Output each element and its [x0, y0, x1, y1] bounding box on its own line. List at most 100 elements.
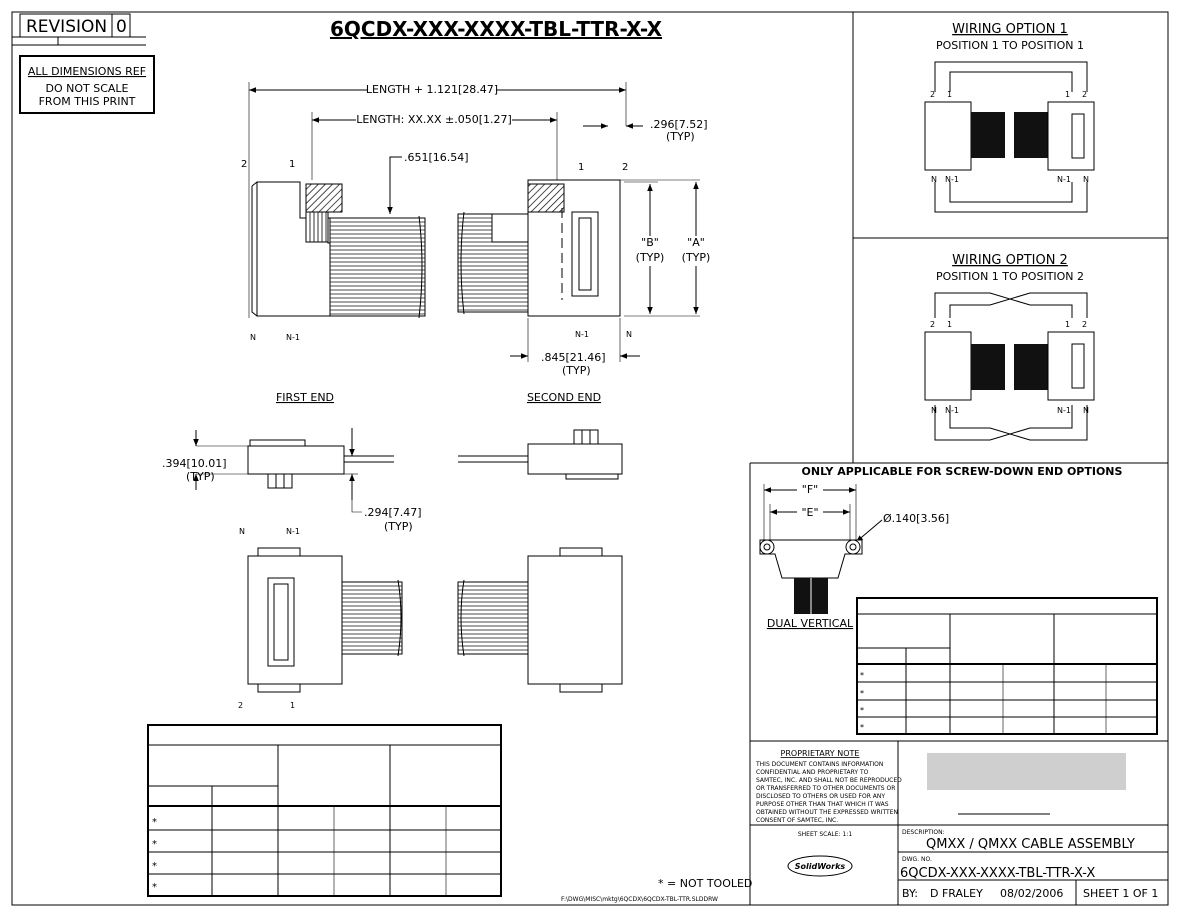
- w2-pin-2-right: 2: [1082, 320, 1087, 329]
- pin-label-n1-right: N-1: [575, 330, 589, 339]
- rtable-mark-2: *: [860, 689, 864, 698]
- table-mark-1: *: [152, 817, 157, 828]
- screw-down-section: ONLY APPLICABLE FOR SCREW-DOWN END OPTIO…: [759, 465, 1158, 735]
- bottom-ribbon-right: [457, 581, 529, 655]
- dual-vertical-caption: DUAL VERTICAL: [767, 617, 854, 630]
- revision-label: REVISION: [26, 17, 107, 37]
- second-end-label: SECOND END: [527, 391, 601, 404]
- description-value: QMXX / QMXX CABLE ASSEMBLY: [926, 837, 1135, 852]
- dim-845: .845[21.46]: [541, 351, 606, 364]
- not-tooled-note: * = NOT TOOLED: [658, 877, 752, 890]
- w1-pin-n-left: N: [931, 175, 937, 184]
- first-end-side-body: [247, 445, 345, 475]
- wiring-option-2: WIRING OPTION 2 POSITION 1 TO POSITION 2…: [924, 253, 1095, 441]
- solidworks-logo-text: SolidWorks: [795, 862, 846, 871]
- w1-pin-1-right: 1: [1065, 90, 1070, 99]
- w2-cable-left: [971, 344, 1005, 390]
- dim-F: "F": [802, 483, 818, 496]
- drawn-by: D FRALEY: [930, 887, 983, 900]
- drawn-date: 08/02/2006: [1000, 887, 1063, 900]
- bottom-ribbon-left: [341, 581, 403, 655]
- w1-pin-n1-right: N-1: [1057, 175, 1071, 184]
- proprietary-line-3: SAMTEC, INC. AND SHALL NOT BE REPRODUCED: [756, 777, 902, 784]
- rtable-mark-4: *: [860, 723, 864, 732]
- dim-B: "B": [641, 236, 659, 249]
- dim-394: .394[10.01]: [162, 457, 227, 470]
- dim-A: "A": [687, 236, 705, 249]
- sheet-frame: [11, 11, 1169, 906]
- dwg-no-label: DWG. NO.: [902, 856, 932, 863]
- dwg-no-value: 6QCDX-XXX-XXXX-TBL-TTR-X-X: [900, 866, 1095, 881]
- table-mark-2: *: [152, 839, 157, 850]
- dim-hole: Ø.140[3.56]: [883, 512, 949, 525]
- wiring-option-1: WIRING OPTION 1 POSITION 1 TO POSITION 1…: [924, 22, 1095, 213]
- pin-label-n-right: N: [626, 330, 632, 339]
- first-end-label: FIRST END: [276, 391, 334, 404]
- pin-label-1-left: 1: [289, 159, 295, 170]
- w2-pin-2-left: 2: [930, 320, 935, 329]
- bottom-views: N N-1 2 1: [238, 527, 623, 710]
- dim-296-typ: (TYP): [666, 130, 695, 143]
- proprietary-line-1: THIS DOCUMENT CONTAINS INFORMATION: [755, 761, 883, 768]
- note-line-3: FROM THIS PRINT: [39, 95, 136, 108]
- rtable-mark-3: *: [860, 706, 864, 715]
- pin-label-1-right: 1: [578, 162, 584, 173]
- length-table: * * * *: [147, 724, 502, 897]
- w2-right-connector: [1047, 331, 1095, 401]
- w1-pin-n1-left: N-1: [945, 175, 959, 184]
- dim-A-typ: (TYP): [682, 251, 711, 264]
- wiring1-title: WIRING OPTION 1: [952, 22, 1068, 37]
- pin-label-n1-left: N-1: [286, 333, 300, 342]
- w2-pin-n1-right: N-1: [1057, 406, 1071, 415]
- file-path: F:\DWG\MISC\mktg\6QCDX\6QCDX-TBL-TTR.SLD…: [561, 896, 718, 903]
- proprietary-line-7: OBTAINED WITHOUT THE EXPRESSED WRITTEN: [756, 809, 898, 816]
- w2-cable-right: [1014, 344, 1048, 390]
- table-mark-3: *: [152, 861, 157, 872]
- proprietary-title: PROPRIETARY NOTE: [781, 749, 860, 758]
- w1-pin-1-left: 1: [947, 90, 952, 99]
- sheet-scale: SHEET SCALE: 1:1: [798, 831, 852, 838]
- w2-left-connector: [924, 331, 972, 401]
- dimension-note-box: ALL DIMENSIONS REF DO NOT SCALE FROM THI…: [19, 55, 155, 114]
- title-block: PROPRIETARY NOTE THIS DOCUMENT CONTAINS …: [750, 741, 1168, 905]
- dim-294-typ: (TYP): [384, 520, 413, 533]
- dim-296: .296[7.52]: [650, 118, 708, 131]
- dim-294: .294[7.47]: [364, 506, 422, 519]
- w2-pin-n1-left: N-1: [945, 406, 959, 415]
- by-label: BY:: [902, 887, 918, 900]
- w1-right-connector: [1047, 101, 1095, 171]
- dim-845-typ: (TYP): [562, 364, 591, 377]
- w2-pin-n-left: N: [931, 406, 937, 415]
- wiring2-subtitle: POSITION 1 TO POSITION 2: [936, 270, 1084, 283]
- drawing-title: 6QCDX-XXX-XXXX-TBL-TTR-X-X: [330, 17, 663, 41]
- sheet-count: SHEET 1 OF 1: [1083, 887, 1158, 900]
- pin-label-2-right: 2: [622, 162, 628, 173]
- bottom-pin-n1: N-1: [286, 527, 300, 536]
- dim-394-typ: (TYP): [186, 470, 215, 483]
- logo-placeholder: [927, 753, 1126, 790]
- dim-651: .651[16.54]: [404, 151, 469, 164]
- wiring2-title: WIRING OPTION 2: [952, 253, 1068, 268]
- bottom-second-connector: [527, 555, 623, 685]
- description-label: DESCRIPTION:: [902, 829, 945, 836]
- bottom-first-connector: [247, 555, 343, 685]
- bottom-pin-2: 2: [238, 701, 243, 710]
- proprietary-line-8: CONSENT OF SAMTEC, INC.: [756, 817, 838, 824]
- top-view: LENGTH + 1.121[28.47] LENGTH: XX.XX ±.05…: [241, 81, 710, 377]
- side-views: FIRST END SECOND END .394[10.01] (TYP) .…: [162, 391, 623, 533]
- dim-length: LENGTH: XX.XX ±.050[1.27]: [356, 113, 512, 126]
- dim-overall-length: LENGTH + 1.121[28.47]: [366, 83, 498, 96]
- second-end-side-body: [527, 443, 623, 475]
- bottom-pin-n: N: [239, 527, 245, 536]
- note-line-2: DO NOT SCALE: [46, 82, 129, 95]
- proprietary-line-5: DISCLOSED TO OTHERS OR USED FOR ANY: [756, 793, 885, 800]
- wiring1-subtitle: POSITION 1 TO POSITION 1: [936, 39, 1084, 52]
- w2-pin-n-right: N: [1083, 406, 1089, 415]
- table-mark-4: *: [152, 882, 157, 893]
- w1-pin-2-left: 2: [930, 90, 935, 99]
- solidworks-logo-icon: [787, 855, 853, 877]
- w1-cable-right: [1014, 112, 1048, 158]
- proprietary-line-2: CONFIDENTIAL AND PROPRIETARY TO: [756, 769, 869, 776]
- w1-pin-n-right: N: [1083, 175, 1089, 184]
